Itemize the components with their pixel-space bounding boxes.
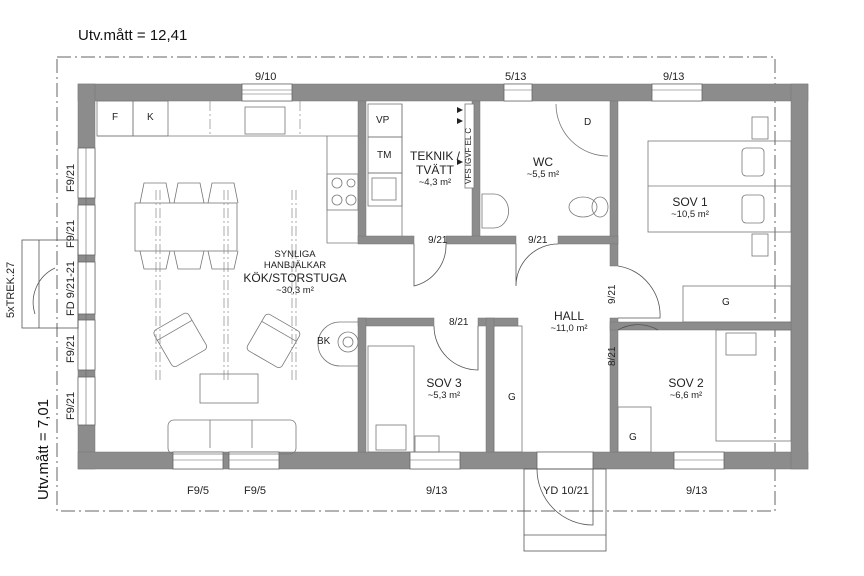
interior-walls — [357, 100, 792, 453]
door-entry-label: YD 10/21 — [543, 485, 589, 497]
window-openings — [77, 83, 725, 470]
room-name: HALL — [553, 309, 585, 323]
window-left-2: F9/21 — [65, 219, 77, 248]
bedroom-fixtures — [367, 116, 792, 453]
window-bottom-sov3: 9/13 — [426, 485, 448, 497]
room-area: ~5,3 m² — [427, 389, 461, 401]
door-sov3-label: 8/21 — [449, 317, 469, 328]
window-top-sov1: 9/13 — [663, 71, 685, 83]
window-top-kitchen: 9/10 — [255, 71, 277, 83]
room-area: ~5,5 m² — [526, 168, 560, 180]
window-bottom-1: F9/5 — [187, 485, 210, 497]
room-name: KÖK/STORSTUGA — [243, 270, 347, 285]
room-area: ~6,6 m² — [669, 389, 703, 401]
room-name: SOV 1 — [672, 195, 708, 209]
room-hall: HALL ~11,0 m² — [534, 309, 604, 335]
room-sov1: SOV 1 ~10,5 m² — [655, 195, 725, 221]
stove-label: BK — [317, 336, 331, 347]
door-wc-label: 9/21 — [528, 235, 548, 246]
beam-lines — [155, 101, 301, 380]
room-wc: WC ~5,5 m² — [508, 155, 578, 181]
room-name-line1: TEKNIK / — [409, 149, 460, 163]
overall-depth-label: Utv.mått = 7,01 — [35, 398, 52, 500]
exterior-walls — [77, 83, 809, 470]
window-left-3: F9/21 — [65, 334, 77, 363]
door-swings — [21, 239, 661, 552]
room-name: SOV 3 — [426, 376, 462, 390]
wardrobe-hall-label: G — [508, 392, 516, 403]
room-area: ~10,5 m² — [671, 208, 709, 220]
dryer-label: TM — [377, 150, 392, 161]
room-sov3: SOV 3 ~5,3 m² — [414, 376, 474, 402]
room-name-line2: TVÄTT — [416, 162, 454, 177]
wardrobe-sov2-label: G — [629, 432, 637, 443]
heat-pump-label: VP — [376, 115, 390, 126]
window-bottom-sov2: 9/13 — [686, 485, 708, 497]
utility-fixtures — [367, 103, 609, 236]
window-top-wc: 5/13 — [505, 71, 527, 83]
kitchen-fixtures — [96, 100, 359, 455]
beam-note-1: SYNLIGA — [274, 249, 316, 260]
room-name: WC — [533, 155, 553, 169]
room-area: ~11,0 m² — [550, 322, 588, 334]
room-area: ~30,3 m² — [276, 284, 314, 296]
window-left-1: F9/21 — [65, 163, 77, 192]
riser-arrows — [457, 107, 463, 165]
window-left-4: F9/21 — [65, 391, 77, 420]
beam-note-2: HANBJÄLKAR — [263, 259, 327, 271]
door-sov1-label: 9/21 — [607, 284, 618, 304]
window-bottom-2: F9/5 — [244, 485, 267, 497]
room-teknik: TEKNIK / TVÄTT ~4,3 m² — [402, 149, 468, 189]
room-kok: SYNLIGA HANBJÄLKAR KÖK/STORSTUGA ~30,3 m… — [225, 249, 365, 297]
window-glazing-lines — [85, 89, 724, 461]
riser-label: VFS IGVF EL C — [464, 127, 473, 184]
room-area: ~4,3 m² — [418, 176, 452, 188]
window-left-door: FD 9/21-21 — [65, 260, 77, 316]
door-sov2-label: 8/21 — [607, 346, 618, 366]
freezer-label: K — [147, 112, 154, 123]
wardrobe-sov1-label: G — [722, 297, 730, 308]
overall-width-label: Utv.mått = 12,41 — [78, 27, 188, 44]
stair-label: 5xTREK.27 — [5, 261, 17, 318]
room-name: SOV 2 — [668, 376, 704, 390]
property-outline — [56, 56, 776, 512]
shower-label: D — [584, 117, 592, 128]
door-teknik-label: 9/21 — [428, 235, 448, 246]
room-sov2: SOV 2 ~6,6 m² — [656, 376, 716, 402]
fridge-label: F — [112, 112, 119, 123]
